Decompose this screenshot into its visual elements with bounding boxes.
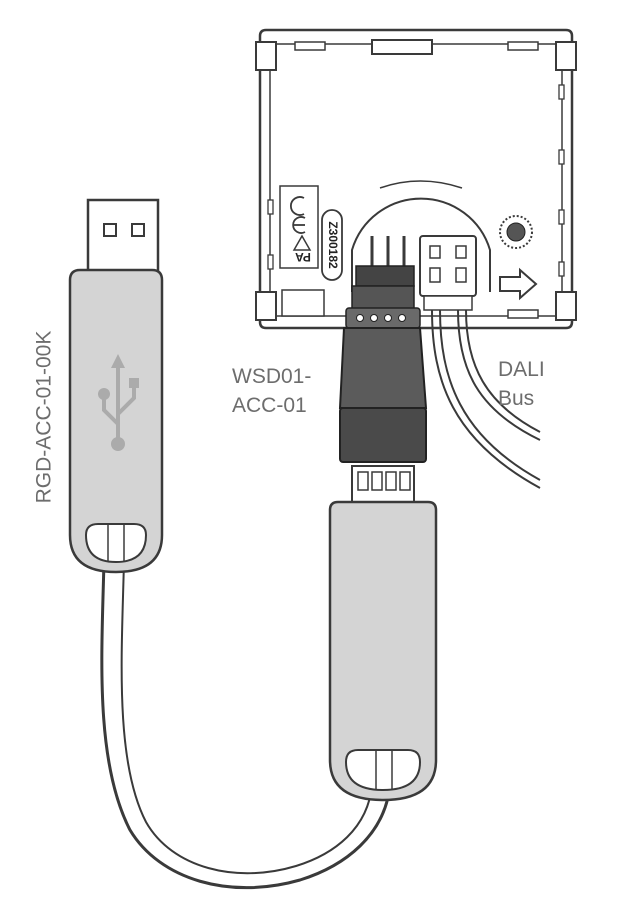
rotary-address-dial-icon [499, 215, 533, 249]
top-tab-center [371, 39, 433, 55]
usb-cable [100, 559, 392, 890]
clip-tr [555, 41, 577, 71]
dome-arc-top [379, 180, 463, 189]
dali-terminal [419, 235, 477, 311]
notch-r1 [558, 84, 565, 100]
usb-adapter-label: RGD-ACC-01-00K [32, 330, 56, 504]
bottom-tab-right [507, 309, 539, 319]
connector-body [328, 500, 438, 802]
dali-bus-label: DALI Bus [498, 355, 545, 413]
adapter-body-upper [338, 327, 428, 409]
recycle-triangle-icon [292, 234, 312, 251]
clip-br [555, 291, 577, 321]
label-plate [279, 185, 319, 269]
notch-r4 [558, 261, 565, 277]
usb-cable-inner [120, 559, 373, 875]
bottom-tab-left [281, 289, 325, 317]
right-arrow-icon [499, 267, 538, 301]
interface-label-line2: ACC-01 [232, 394, 307, 417]
usb-adapter [68, 198, 392, 890]
dali-bus-wires [431, 309, 541, 489]
clip-bl [255, 291, 277, 321]
usb-plug [86, 198, 160, 280]
usb-cable-loop [84, 523, 148, 564]
connector-plug-slots [357, 471, 411, 491]
top-tab-left [294, 41, 326, 51]
top-tab-right [507, 41, 539, 51]
notch-r2 [558, 149, 565, 165]
wsd-adapter [338, 236, 428, 463]
adapter-pins [370, 236, 406, 270]
connector-cable-loop [344, 749, 422, 792]
pin-header-dark [355, 265, 415, 287]
notch-l1 [267, 199, 274, 215]
usb-trident-icon [98, 354, 139, 451]
clip-tl [255, 41, 277, 71]
interface-label-line1: WSD01- [232, 365, 312, 388]
notch-r3 [558, 209, 565, 225]
notch-l2 [267, 254, 274, 270]
adapter-contacts [356, 314, 406, 322]
ce-mark-icon [290, 196, 306, 234]
dali-bus-label-line2: Bus [498, 387, 535, 410]
interface-label: WSD01- ACC-01 [232, 362, 311, 420]
material-mark: PA [295, 250, 311, 264]
dali-bus-label-line1: DALI [498, 358, 545, 381]
device-code-plate [321, 209, 343, 281]
cable-connector [328, 465, 438, 802]
usb-plug-contact-left [103, 223, 117, 237]
device-code: Z300182 [326, 221, 340, 269]
adapter-neck [351, 285, 415, 311]
usb-plug-contact-right [131, 223, 145, 237]
device-housing: PA Z300182 [255, 28, 577, 330]
adapter-body-lower [339, 407, 427, 463]
